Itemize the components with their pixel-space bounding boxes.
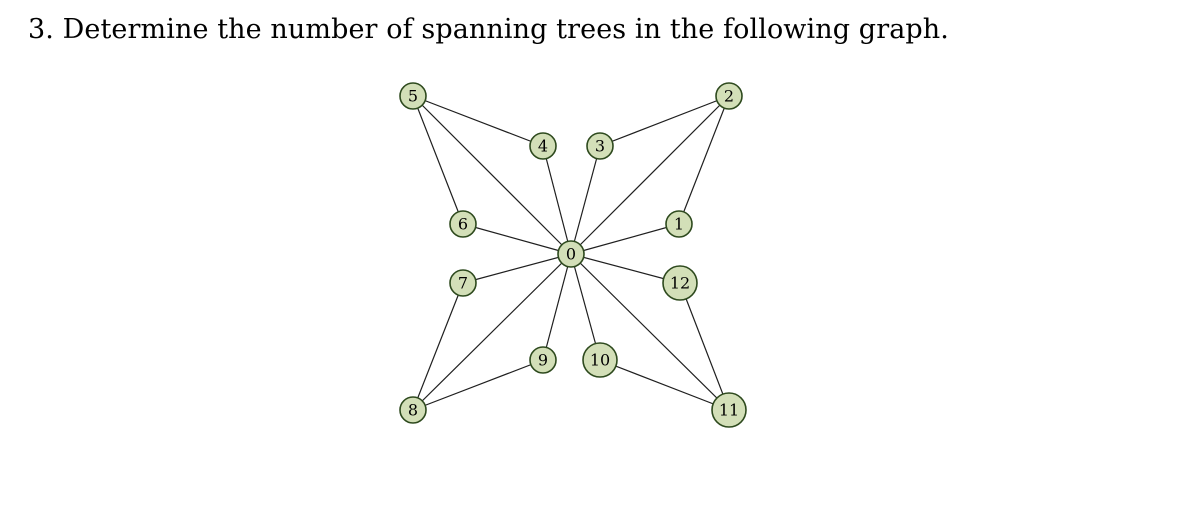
node-0-label: 0: [566, 245, 576, 264]
node-1-label: 1: [674, 215, 684, 234]
edge-0-1: [570, 223, 680, 255]
node-0: 0: [557, 240, 585, 268]
node-10-circle: [582, 342, 618, 378]
node-5-label: 5: [408, 87, 418, 106]
edge-5-6: [412, 95, 464, 225]
node-9-circle: [529, 346, 557, 374]
node-9: 9: [529, 346, 557, 374]
node-7-circle: [449, 269, 477, 297]
edge-8-9: [412, 359, 544, 411]
edge-0-4: [542, 145, 572, 255]
edge-8-0: [412, 253, 572, 411]
node-3-circle: [586, 132, 614, 160]
graph-edges: [412, 95, 730, 411]
edge-0-3: [570, 145, 601, 255]
node-11: 11: [711, 392, 747, 428]
problem-statement: 3. Determine the number of spanning tree…: [28, 12, 949, 48]
edge-0-7: [462, 253, 572, 284]
problem-text: Determine the number of spanning trees i…: [62, 14, 949, 45]
node-12-label: 12: [670, 274, 690, 293]
node-0-circle: [557, 240, 585, 268]
edge-0-10: [570, 253, 601, 361]
node-7-label: 7: [458, 274, 468, 293]
node-6-circle: [449, 210, 477, 238]
node-6-label: 6: [458, 215, 468, 234]
problem-number: 3.: [28, 14, 54, 45]
edge-11-0: [570, 253, 730, 411]
edge-2-0: [570, 95, 730, 255]
node-3-label: 3: [595, 137, 605, 156]
node-12-circle: [662, 265, 698, 301]
node-8-circle: [399, 396, 427, 424]
node-3: 3: [586, 132, 614, 160]
node-2: 2: [715, 82, 743, 110]
edge-11-12: [679, 282, 730, 411]
node-4-label: 4: [538, 137, 548, 156]
node-11-circle: [711, 392, 747, 428]
node-11-label: 11: [719, 401, 739, 420]
node-4: 4: [529, 132, 557, 160]
edge-0-12: [570, 253, 681, 284]
node-10-label: 10: [590, 351, 610, 370]
edge-0-6: [462, 223, 572, 255]
edge-5-4: [412, 95, 544, 147]
edge-11-10: [599, 359, 730, 411]
node-8: 8: [399, 396, 427, 424]
edge-0-9: [542, 253, 572, 361]
node-5-circle: [399, 82, 427, 110]
node-12: 12: [662, 265, 698, 301]
node-8-label: 8: [408, 401, 418, 420]
node-10: 10: [582, 342, 618, 378]
node-7: 7: [449, 269, 477, 297]
node-6: 6: [449, 210, 477, 238]
node-2-circle: [715, 82, 743, 110]
edge-8-7: [412, 282, 464, 411]
edge-5-0: [412, 95, 572, 255]
node-5: 5: [399, 82, 427, 110]
node-1-circle: [665, 210, 693, 238]
node-2-label: 2: [724, 87, 734, 106]
edge-2-3: [599, 95, 730, 147]
node-9-label: 9: [538, 351, 548, 370]
edge-2-1: [678, 95, 730, 225]
node-1: 1: [665, 210, 693, 238]
node-4-circle: [529, 132, 557, 160]
